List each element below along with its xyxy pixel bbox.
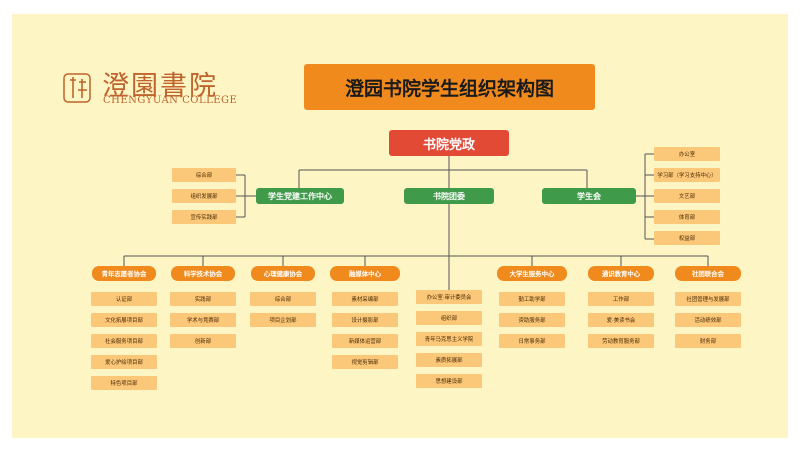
college-seal-icon	[63, 73, 91, 103]
party-dept-item: 宣传实践部	[172, 210, 236, 224]
org-dept-item: 项目企划部	[250, 313, 316, 327]
union-dept-item: 体育部	[654, 210, 720, 224]
org-dept-item: 社团管理与发展部	[675, 292, 741, 306]
org-dept-item: 素材采编部	[332, 292, 398, 306]
org-dept-item: 组织部	[416, 311, 482, 325]
party-dept-item: 组织发展部	[172, 189, 236, 203]
org-dept-item: 财务部	[675, 334, 741, 348]
org-head: 青年志愿者协会	[92, 266, 156, 281]
org-head: 融媒体中心	[330, 266, 400, 281]
org-dept-item: 新媒体运营部	[332, 334, 398, 348]
org-dept-item: 创新部	[170, 334, 236, 348]
org-head: 科学技术协会	[171, 266, 235, 281]
org-dept-item: 思想建设部	[416, 374, 482, 388]
org-dept-item: 活动绩效部	[675, 313, 741, 327]
node-party-work-center: 学生党建工作中心	[256, 188, 344, 204]
logo-english-name: CHENGYUAN COLLEGE	[103, 95, 238, 106]
node-youth-league: 书院团委	[404, 188, 494, 204]
org-dept-item: 工作部	[588, 292, 654, 306]
org-dept-item: 资助服务部	[499, 313, 565, 327]
org-dept-item: 爱·美读书会	[588, 313, 654, 327]
org-head: 大学生服务中心	[497, 266, 567, 281]
union-dept-item: 学习部（学习支持中心）	[654, 168, 720, 182]
org-dept-item: 青年马克思主义学院	[416, 332, 482, 346]
org-dept-item: 特色项目部	[91, 376, 157, 390]
org-dept-item: 文化拓展项目部	[91, 313, 157, 327]
union-dept-item: 办公室	[654, 147, 720, 161]
org-head: 通识教育中心	[588, 266, 654, 281]
page-title: 澄园书院学生组织架构图	[304, 64, 595, 110]
org-dept-item: 学术与竞赛部	[170, 313, 236, 327]
org-dept-item: 社会服务项目部	[91, 334, 157, 348]
logo-chinese-name: 澄園書院	[102, 71, 218, 102]
org-head: 社团联合会	[675, 266, 741, 281]
org-dept-item: 认证部	[91, 292, 157, 306]
org-dept-item: 设计摄影部	[332, 313, 398, 327]
org-dept-item: 日常事务部	[499, 334, 565, 348]
node-party-committee: 书院党政	[389, 130, 509, 156]
org-dept-item: 素质拓展部	[416, 353, 482, 367]
org-dept-item: 办公室·审计委员会	[416, 290, 482, 304]
node-student-union: 学生会	[542, 188, 636, 204]
org-dept-item: 勤工助学部	[499, 292, 565, 306]
org-dept-item: 视觉剪辑部	[332, 355, 398, 369]
org-head: 心理健康协会	[251, 266, 315, 281]
union-dept-item: 权益部	[654, 231, 720, 245]
union-dept-item: 文艺部	[654, 189, 720, 203]
org-dept-item: 爱心护绘项目部	[91, 355, 157, 369]
org-dept-item: 劳动教育服务部	[588, 334, 654, 348]
org-dept-item: 综合部	[250, 292, 316, 306]
party-dept-item: 综合部	[172, 168, 236, 182]
org-dept-item: 实践部	[170, 292, 236, 306]
